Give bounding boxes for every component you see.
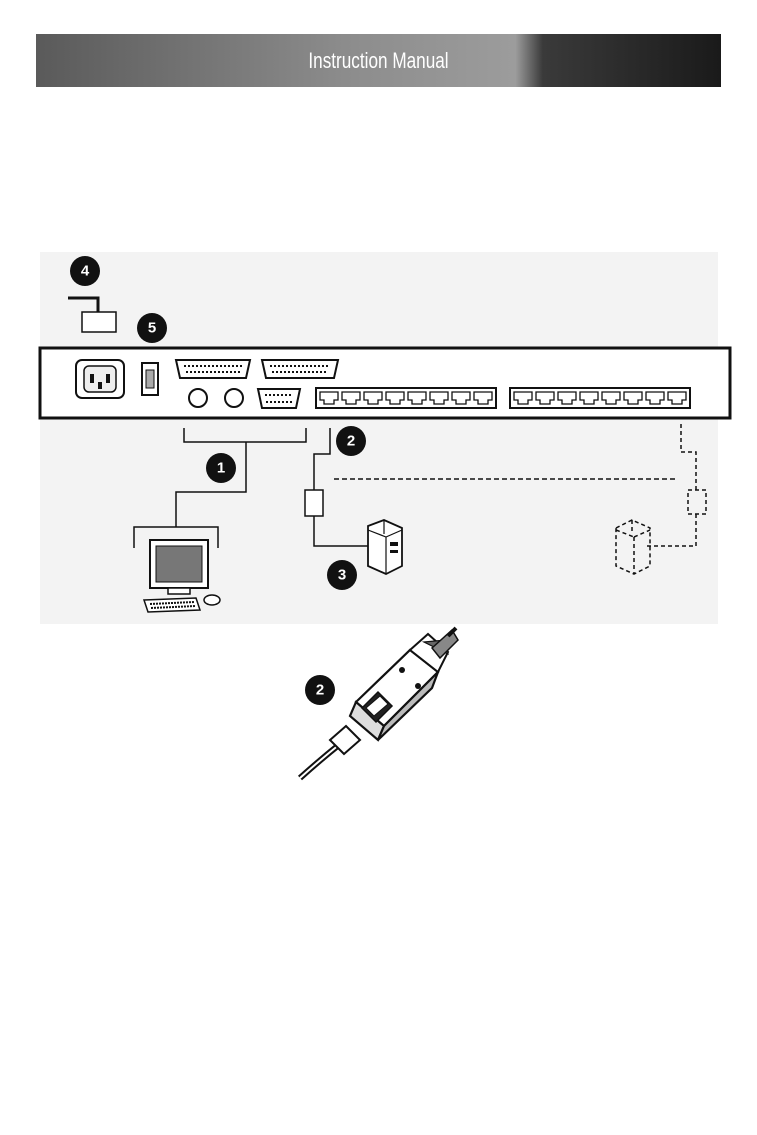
power-switch [142, 363, 158, 395]
callout-1: 1 [206, 453, 236, 483]
svg-text:3: 3 [338, 567, 346, 584]
power-socket [76, 360, 124, 398]
ps2-port-keyboard [189, 389, 207, 407]
svg-text:2: 2 [347, 433, 355, 450]
svg-text:5: 5 [148, 320, 156, 337]
db25-port-left [176, 360, 250, 378]
ps2-port-mouse [225, 389, 243, 407]
svg-text:1: 1 [217, 460, 225, 477]
callout-2: 2 [336, 426, 366, 456]
svg-text:4: 4 [81, 263, 90, 280]
callout-4: 4 [70, 256, 100, 286]
kvm-adapter-module [305, 490, 323, 516]
power-plug [82, 312, 116, 332]
rj45-port-bank-2 [510, 388, 690, 408]
vga-port [258, 389, 300, 408]
console-computer-icon [144, 540, 220, 612]
callout-5: 5 [137, 313, 167, 343]
db25-port-right [262, 360, 338, 378]
svg-text:2: 2 [316, 682, 324, 699]
callout-3: 3 [327, 560, 357, 590]
rj45-port-bank-1 [316, 388, 496, 408]
callout-2-detail: 2 [305, 675, 335, 705]
server-tower-icon [368, 520, 402, 574]
